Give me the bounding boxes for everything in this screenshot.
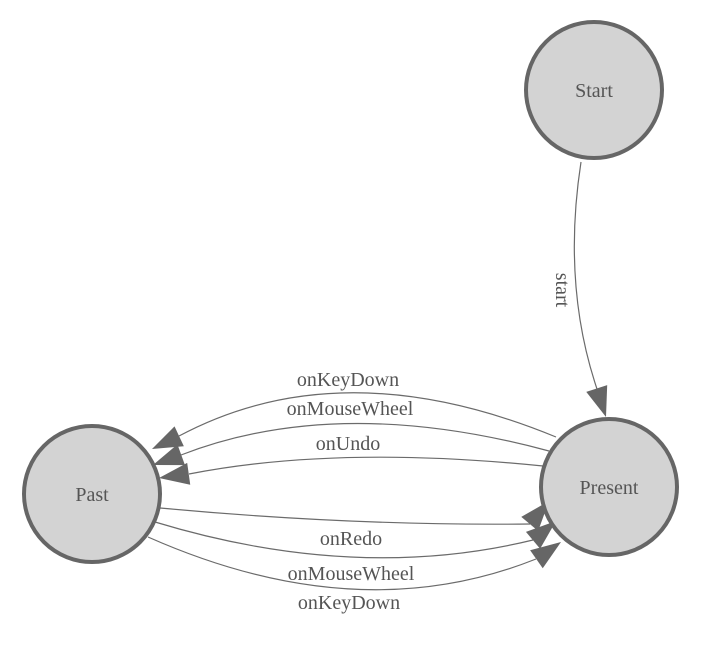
edge-label-onredo: onRedo: [320, 528, 382, 550]
edge-present-to-past-onmousewheel[interactable]: onMouseWheel: [149, 398, 550, 475]
state-node-past[interactable]: Past: [22, 424, 162, 564]
arrowhead-icon: [521, 501, 549, 532]
state-node-start-circle[interactable]: [524, 20, 664, 160]
edge-onredo-path[interactable]: [159, 507, 531, 525]
state-node-present-label: Present: [580, 477, 639, 499]
edge-label-onmousewheel-top: onMouseWheel: [287, 398, 414, 420]
edge-onkeydown-top-path[interactable]: [178, 392, 557, 438]
edge-onmousewheel-bottom-path[interactable]: [154, 521, 534, 559]
edge-start-to-present[interactable]: start: [551, 161, 616, 420]
arrowhead-icon: [530, 542, 561, 569]
edge-label-onkeydown-top: onKeyDown: [297, 369, 399, 391]
state-node-past-label: Past: [75, 484, 109, 506]
edge-onundo-path[interactable]: [188, 456, 544, 475]
edge-label-onundo: onUndo: [316, 433, 380, 455]
state-node-start-label: Start: [575, 80, 613, 102]
edge-onkeydown-bottom-path[interactable]: [147, 536, 537, 591]
state-node-present[interactable]: Present: [539, 417, 679, 557]
edge-label-onmousewheel-bottom: onMouseWheel: [288, 563, 415, 585]
edge-onmousewheel-top-path[interactable]: [180, 422, 550, 456]
state-node-past-circle[interactable]: [22, 424, 162, 564]
arrowhead-icon: [525, 521, 556, 549]
state-node-start[interactable]: Start: [524, 20, 664, 160]
edge-past-to-present-onredo[interactable]: onRedo: [159, 494, 557, 550]
edge-present-to-past-onundo[interactable]: onUndo: [157, 433, 544, 489]
edge-present-to-past-onkeydown[interactable]: onKeyDown: [147, 369, 557, 459]
state-node-present-circle[interactable]: [539, 417, 679, 557]
edge-past-to-present-onkeydown[interactable]: onKeyDown: [147, 533, 567, 614]
arrowhead-icon: [159, 462, 191, 485]
edge-label-onkeydown-bottom: onKeyDown: [298, 592, 400, 614]
edge-start-to-present-path[interactable]: [573, 161, 598, 390]
edge-past-to-present-onmousewheel[interactable]: onMouseWheel: [154, 513, 563, 585]
edge-label-start: start: [551, 273, 573, 308]
arrowhead-icon: [153, 444, 185, 466]
arrowhead-icon: [152, 426, 184, 449]
arrowhead-icon: [586, 385, 608, 417]
